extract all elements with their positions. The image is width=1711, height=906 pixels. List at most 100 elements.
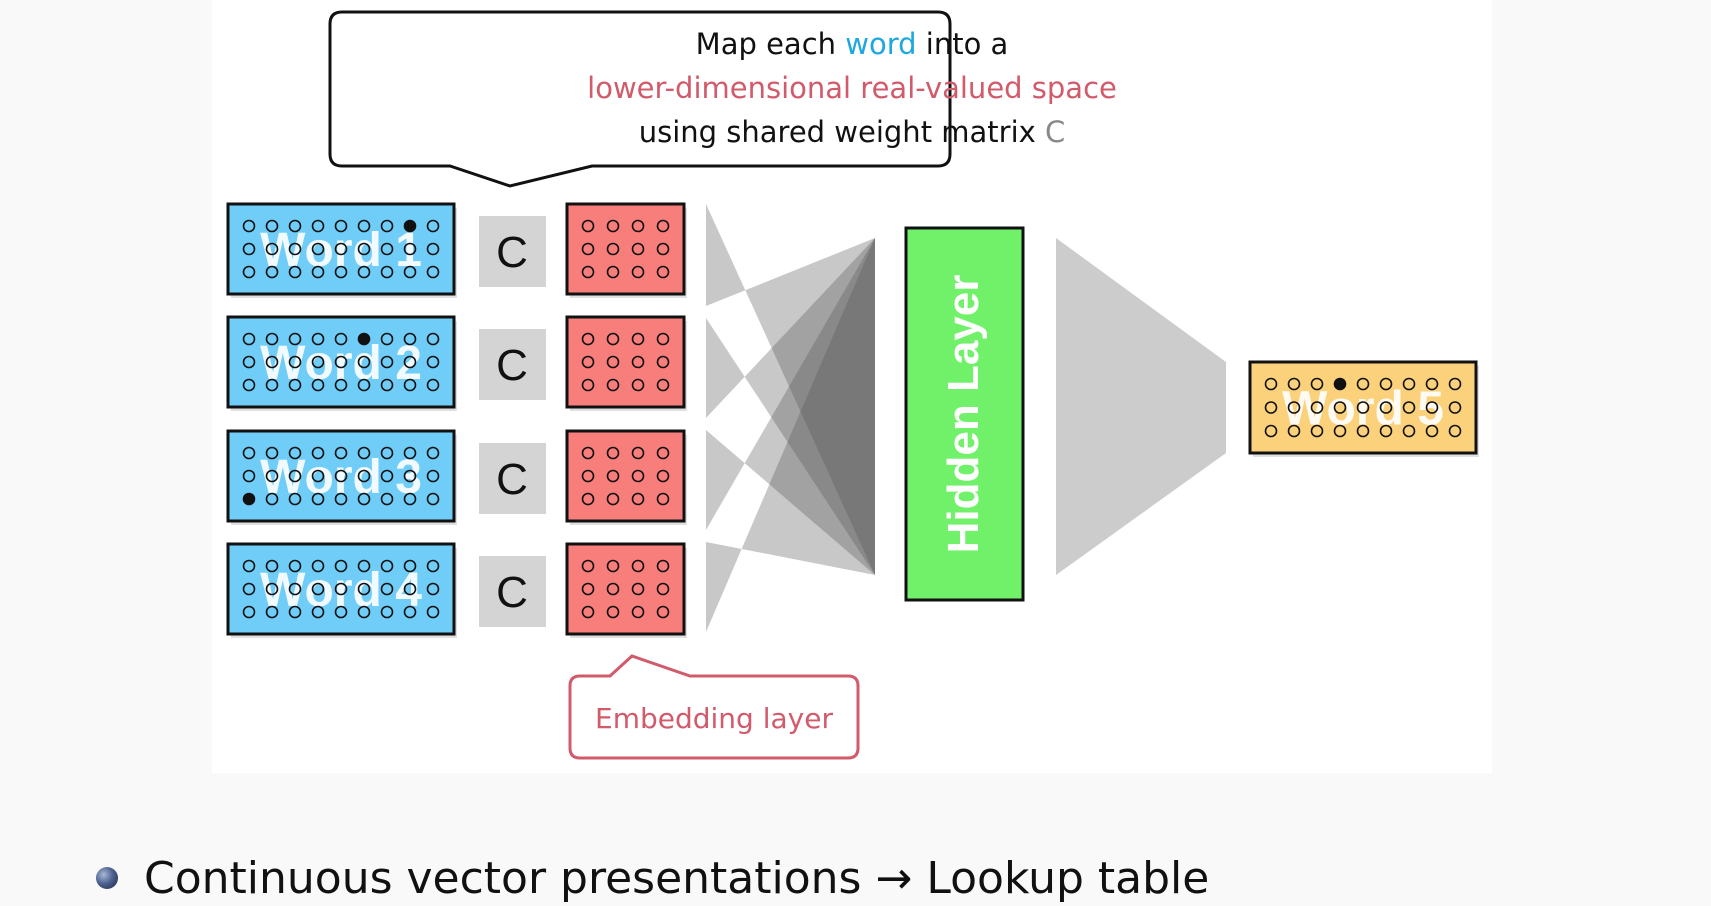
vector-unit [334,469,348,483]
vector-unit [1333,401,1347,414]
vector-unit [334,605,348,619]
weight-matrix-label: C [496,455,528,504]
vector-unit [380,559,394,573]
input-word-3-box [226,429,456,523]
vector-unit [631,219,645,233]
input-word-1-box [226,202,456,296]
hidden-layer-box [904,226,1025,602]
weight-matrix-4: C [479,556,546,627]
connection-fan-1 [706,204,875,575]
vector-unit [1425,424,1439,438]
vector-unit [265,332,279,346]
vector-unit [311,605,325,619]
callout-line-2: lower-dimensional real-valued space [587,71,1117,105]
vector-unit [242,355,256,369]
bullet-item: Continuous vector presentations → Lookup… [96,850,1209,906]
vector-unit [288,378,302,392]
vector-unit [380,492,394,506]
vector-unit [334,242,348,256]
vector-unit [1379,377,1393,391]
vector-unit [334,559,348,573]
vector-unit [288,605,302,619]
vector-unit [631,355,645,369]
vector-unit [403,469,417,483]
vector-unit [631,332,645,346]
vector-unit [242,219,256,233]
vector-unit [1287,377,1301,391]
vector-unit [403,332,417,346]
vector-unit [656,446,670,460]
vector-unit [426,242,440,256]
vector-unit [288,332,302,346]
vector-unit [581,265,595,279]
vector-unit [1287,401,1301,414]
vector-unit [334,582,348,596]
weight-matrix-3: C [479,443,546,514]
hidden-layer-label: Hidden Layer [939,275,988,554]
vector-unit [606,446,620,460]
vector-unit [288,265,302,279]
vector-unit [656,605,670,619]
vector-unit [426,332,440,346]
vector-unit [581,219,595,233]
vector-unit [265,605,279,619]
vector-unit [426,355,440,369]
bullet-icon [96,867,118,889]
vector-unit [1333,424,1347,438]
vector-unit [606,378,620,392]
connection-fan-4 [706,238,875,632]
vector-unit [242,469,256,483]
embedding-vector-4-box [565,542,686,636]
vector-unit [631,378,645,392]
vector-unit [265,219,279,233]
vector-unit [311,378,325,392]
vector-unit [1402,424,1416,438]
vector-unit [426,469,440,483]
vector-unit [1356,401,1370,414]
active-unit [403,219,417,233]
embedding-vector-3-box [565,429,686,523]
bullet-text-left: Continuous vector presentations [144,852,862,904]
vector-unit [606,355,620,369]
vector-unit [426,605,440,619]
hidden-to-output-connection [1056,238,1226,575]
vector-unit [265,492,279,506]
vector-unit [311,265,325,279]
input-word-2-box [226,315,456,409]
vector-unit [581,559,595,573]
vector-unit [426,378,440,392]
vector-unit [631,265,645,279]
embedding-vectors [565,202,687,638]
vector-unit [380,355,394,369]
vector-unit [1425,401,1439,414]
vector-unit [656,265,670,279]
weight-matrix-box [479,443,546,514]
vector-unit [311,469,325,483]
weight-matrix-box [479,556,546,627]
vector-unit [1379,401,1393,414]
vector-unit [311,492,325,506]
bullet-text-right: Lookup table [926,852,1210,904]
vector-unit [265,469,279,483]
vector-unit [1379,424,1393,438]
vector-unit [426,265,440,279]
vector-unit [311,332,325,346]
embedding-vector-2-box [565,315,686,409]
vector-unit [581,605,595,619]
vector-unit [1310,377,1324,391]
vector-unit [631,492,645,506]
vector-unit [380,582,394,596]
vector-unit [606,582,620,596]
vector-unit [357,265,371,279]
vector-unit [656,332,670,346]
weight-matrix-1: C [479,216,546,287]
vector-unit [631,605,645,619]
weight-matrix-label: C [496,228,528,277]
vector-unit [581,378,595,392]
vector-unit [265,446,279,460]
vector-unit [334,265,348,279]
vector-unit [1310,424,1324,438]
vector-unit [242,378,256,392]
